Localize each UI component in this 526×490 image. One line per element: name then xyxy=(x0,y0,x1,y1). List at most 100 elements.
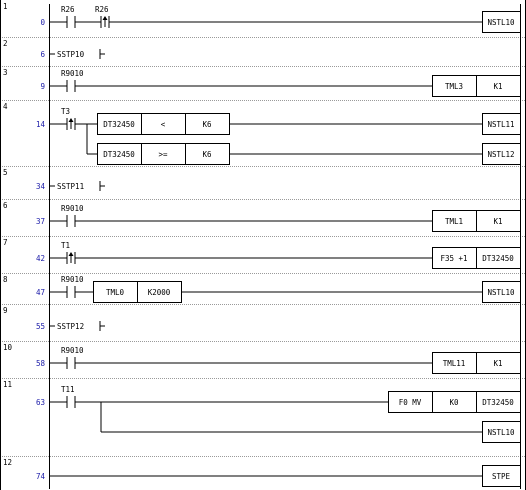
no-contact-symbol xyxy=(59,357,83,369)
contact-label: T3 xyxy=(61,107,70,116)
rung-number: 9 xyxy=(3,306,8,315)
box-cell-label: TML0 xyxy=(106,288,125,297)
output-coil-label: NSTL11 xyxy=(487,120,514,129)
box-cell-label: TML1 xyxy=(445,217,463,226)
instruction-box[interactable]: NSTL10 xyxy=(482,281,521,303)
rung-number: 5 xyxy=(3,168,8,177)
compare-box[interactable]: DT32450 >= K6 xyxy=(97,143,230,165)
instruction-box[interactable]: STPE xyxy=(482,465,521,487)
no-contact-symbol xyxy=(59,215,83,227)
box-cell-label: < xyxy=(161,120,166,129)
contact-label: T11 xyxy=(61,385,75,394)
instruction-box[interactable]: TML0 K2000 xyxy=(93,281,182,303)
step-number: 74 xyxy=(36,472,46,481)
rising-edge-contact-symbol xyxy=(59,252,83,264)
contact-label: T1 xyxy=(61,241,70,250)
no-contact-symbol xyxy=(59,396,83,408)
box-cell-label: NSTL10 xyxy=(487,288,515,297)
rise-arrow-head xyxy=(68,118,74,122)
rung-2: 2 6 SSTP10 xyxy=(0,37,526,59)
instruction-box[interactable]: TML1 K1 xyxy=(432,210,521,232)
no-contact-symbol xyxy=(59,16,83,28)
no-contact-symbol xyxy=(59,80,83,92)
rung-number: 1 xyxy=(3,2,8,11)
rising-edge-contact-symbol xyxy=(93,16,117,28)
instruction-box[interactable]: TML11 K1 xyxy=(432,352,521,374)
box-cell-label: NSTL10 xyxy=(487,18,515,27)
box-cell-label: TML3 xyxy=(445,82,463,91)
contact-label: R9010 xyxy=(61,275,84,284)
box-cell-label: K1 xyxy=(493,217,502,226)
output-coil-label: NSTL10 xyxy=(487,428,515,437)
box-cell-label: DT32450 xyxy=(482,254,514,263)
rung-number: 2 xyxy=(3,39,8,48)
rung-12: 12 74 STPE xyxy=(0,456,526,487)
rung-number: 3 xyxy=(3,68,8,77)
rung-5: 5 34 SSTP11 xyxy=(0,166,526,191)
rung-number: 8 xyxy=(3,275,8,284)
rise-arrow-head xyxy=(102,16,108,20)
box-cell-label: STPE xyxy=(492,472,511,481)
step-label: SSTP11 xyxy=(57,182,84,191)
contact-label: R9010 xyxy=(61,204,84,213)
step-label: SSTP12 xyxy=(57,322,84,331)
rung-number: 7 xyxy=(3,238,8,247)
output-coil[interactable]: NSTL10 xyxy=(482,421,521,443)
rung-number: 11 xyxy=(3,380,12,389)
box-cell-label: TML11 xyxy=(443,359,466,368)
output-coil[interactable]: NSTL11 xyxy=(482,113,521,135)
box-cell-label: DT32450 xyxy=(482,398,514,407)
compare-box[interactable]: DT32450 < K6 xyxy=(97,113,230,135)
rise-arrow-head xyxy=(68,252,74,256)
rung-9: 9 55 SSTP12 xyxy=(0,304,526,331)
output-coil-label: NSTL12 xyxy=(487,150,514,159)
step-number: 47 xyxy=(36,288,45,297)
step-number: 37 xyxy=(36,217,45,226)
no-contact-symbol xyxy=(59,286,83,298)
step-number: 58 xyxy=(36,359,46,368)
move-instruction-box[interactable]: F0 MV K0 DT32450 xyxy=(388,391,521,413)
step-number: 42 xyxy=(36,254,45,263)
instruction-box[interactable]: F35 +1 DT32450 xyxy=(432,247,521,269)
box-cell-label: K6 xyxy=(202,120,212,129)
box-cell-label: DT32450 xyxy=(103,120,135,129)
box-cell-label: F0 MV xyxy=(399,398,422,407)
rung-number: 10 xyxy=(3,343,13,352)
box-cell-label: K1 xyxy=(493,82,502,91)
rung-number: 4 xyxy=(3,102,8,111)
box-cell-label: DT32450 xyxy=(103,150,135,159)
instruction-box[interactable]: NSTL10 xyxy=(482,11,521,33)
instruction-box[interactable]: TML3 K1 xyxy=(432,75,521,97)
box-cell-label: >= xyxy=(158,150,168,159)
step-number: 55 xyxy=(36,322,45,331)
contact-label: R9010 xyxy=(61,346,84,355)
box-cell-label: K6 xyxy=(202,150,212,159)
box-cell-label: K0 xyxy=(449,398,459,407)
box-cell-label: K2000 xyxy=(148,288,171,297)
contact-label: R26 xyxy=(95,5,109,14)
contact-label: R9010 xyxy=(61,69,84,78)
step-number: 6 xyxy=(40,50,45,59)
output-coil[interactable]: NSTL12 xyxy=(482,143,521,165)
step-number: 0 xyxy=(40,18,45,27)
step-number: 63 xyxy=(36,398,45,407)
step-number: 34 xyxy=(36,182,46,191)
step-number: 14 xyxy=(36,120,46,129)
step-number: 9 xyxy=(40,82,45,91)
contact-label: R26 xyxy=(61,5,75,14)
rung-number: 6 xyxy=(3,201,8,210)
step-label: SSTP10 xyxy=(57,50,85,59)
rung-number: 12 xyxy=(3,458,12,467)
box-cell-label: K1 xyxy=(493,359,502,368)
rising-edge-contact-symbol xyxy=(59,118,83,130)
box-cell-label: F35 +1 xyxy=(440,254,467,263)
